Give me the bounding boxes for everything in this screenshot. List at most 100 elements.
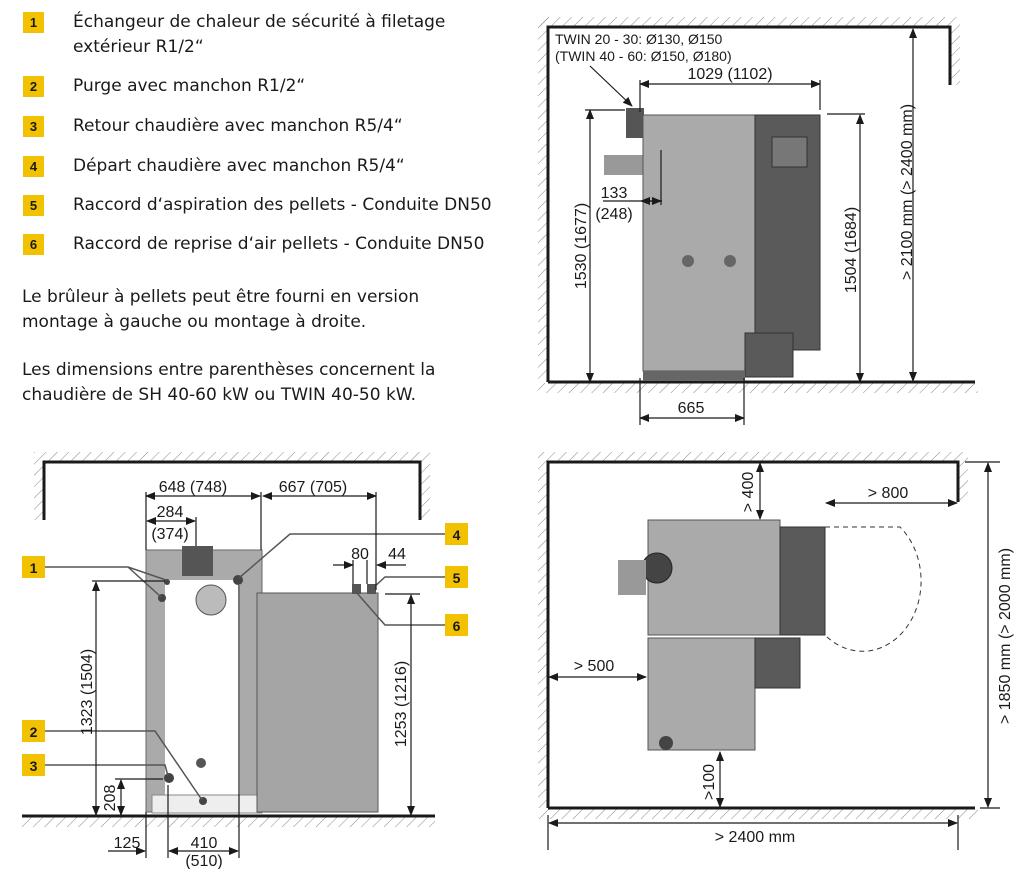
note-burner: Le brûleur à pellets peut être fourni en… bbox=[22, 285, 419, 335]
badge-label: 2 bbox=[30, 724, 38, 740]
legend-item-6: 6 Raccord de reprise d‘air pellets - Con… bbox=[23, 232, 484, 255]
connection-3 bbox=[164, 773, 174, 783]
connection bbox=[682, 255, 694, 267]
badge-1: 1 bbox=[23, 12, 44, 33]
leader-line bbox=[45, 566, 167, 598]
ceiling-hatch bbox=[538, 17, 960, 27]
wall-hatch bbox=[420, 462, 430, 520]
dim-clear-left: > 500 bbox=[574, 658, 615, 675]
dim-width-hopper: 667 (705) bbox=[279, 479, 348, 496]
floor-hatch bbox=[538, 383, 978, 393]
legend-text: Raccord d‘aspiration des pellets - Condu… bbox=[73, 195, 492, 215]
dim-height-left: 1530 (1677) bbox=[573, 203, 590, 289]
dim-44: 44 bbox=[388, 546, 406, 563]
dim-height-hopper: 1253 (1216) bbox=[393, 661, 410, 747]
wall-hatch bbox=[950, 27, 960, 85]
note-dimensions: Les dimensions entre parenthèses concern… bbox=[22, 358, 435, 408]
badge-4: 4 bbox=[23, 156, 44, 177]
dim-room-height: > 2100 mm (> 2400 mm) bbox=[899, 104, 916, 280]
badge-4 bbox=[445, 523, 468, 545]
pellet-hopper bbox=[256, 592, 379, 813]
burner-flange bbox=[195, 584, 227, 616]
dim-depth: 1029 (1102) bbox=[687, 66, 772, 83]
top-view: > 400 > 800 > 500 >100 > 2400 mm > 1850 … bbox=[538, 452, 1014, 850]
leader-line bbox=[355, 591, 445, 626]
wall-hatch bbox=[538, 17, 548, 382]
dim-height-flow: 1323 (1504) bbox=[79, 649, 96, 735]
display bbox=[771, 136, 808, 168]
dim-span-alt: (510) bbox=[185, 853, 222, 869]
badge-3: 3 bbox=[23, 116, 44, 137]
ceiling-hatch bbox=[34, 452, 430, 462]
control-panel-top bbox=[779, 526, 826, 636]
dim-offset-alt: (248) bbox=[595, 206, 632, 223]
dim-clear-back: > 400 bbox=[740, 472, 757, 513]
flue-outlet bbox=[641, 552, 673, 584]
note-line: Les dimensions entre parenthèses concern… bbox=[22, 360, 436, 380]
dim-height-right: 1504 (1684) bbox=[843, 207, 860, 293]
dim-room-depth: > 1850 mm (> 2000 mm) bbox=[997, 548, 1014, 724]
dim-offset: 133 bbox=[601, 185, 628, 202]
badge-3 bbox=[22, 754, 45, 776]
connection bbox=[724, 255, 736, 267]
legend-text: Échangeur de chaleur de sécurité à filet… bbox=[73, 12, 446, 32]
dim-room-width: > 2400 mm bbox=[715, 829, 795, 846]
note-line: chaudière de SH 40-60 kW ou TWIN 40-50 k… bbox=[22, 385, 417, 405]
wall-hatch bbox=[538, 462, 548, 808]
ash-box-top bbox=[754, 637, 801, 689]
leader-line bbox=[45, 730, 203, 801]
leader-line bbox=[372, 576, 445, 589]
legend-text: Raccord de reprise d‘air pellets - Condu… bbox=[73, 234, 485, 254]
hopper-top bbox=[647, 637, 756, 751]
port bbox=[659, 736, 673, 750]
legend-item-3: 3 Retour chaudière avec manchon R5/4“ bbox=[23, 114, 403, 137]
dim-base-depth: 665 bbox=[678, 400, 705, 417]
dim-flue-offset-alt: (374) bbox=[151, 526, 188, 543]
badge-2: 2 bbox=[23, 76, 44, 97]
dim-125: 125 bbox=[114, 835, 141, 852]
badge-label: 3 bbox=[30, 758, 38, 774]
ash-box bbox=[744, 332, 794, 378]
dim-height-return: 208 bbox=[102, 785, 119, 812]
floor-hatch bbox=[538, 809, 978, 819]
legend-item-5: 5 Raccord d‘aspiration des pellets - Con… bbox=[23, 193, 492, 216]
air-return-port bbox=[367, 584, 376, 594]
dim-clear-door: > 800 bbox=[868, 485, 909, 502]
boiler-base bbox=[643, 371, 745, 381]
flue-pipe bbox=[182, 546, 213, 576]
connection bbox=[196, 758, 206, 768]
side-view: TWIN 20 - 30: Ø130, Ø150 (TWIN 40 - 60: … bbox=[538, 17, 978, 425]
boiler-body bbox=[642, 114, 756, 372]
dim-80: 80 bbox=[351, 546, 369, 563]
legend-item-2: 2 Purge avec manchon R1/2“ bbox=[23, 74, 305, 97]
door-swing-arc bbox=[824, 526, 922, 652]
badge-5 bbox=[445, 566, 468, 588]
floor-hatch bbox=[22, 817, 435, 827]
flue-label: TWIN 20 - 30: Ø130, Ø150 bbox=[555, 31, 723, 47]
flue-pipe bbox=[626, 108, 644, 138]
badge-5: 5 bbox=[23, 195, 44, 216]
legend-item-4: 4 Départ chaudière avec manchon R5/4“ bbox=[23, 154, 405, 177]
leader-line bbox=[45, 764, 169, 777]
legend-text: extérieur R1/2“ bbox=[73, 37, 204, 57]
room-walls bbox=[546, 460, 960, 808]
burner-top bbox=[618, 560, 646, 595]
badge-label: 1 bbox=[30, 560, 38, 576]
badge-1 bbox=[22, 556, 45, 578]
front-view: 1 2 3 4 5 6 648 (748) 667 (705) 284 (374… bbox=[22, 452, 468, 869]
flue-arrow bbox=[589, 65, 633, 107]
dim-width-boiler: 648 (748) bbox=[159, 479, 228, 496]
burner bbox=[604, 155, 644, 175]
badge-6: 6 bbox=[23, 234, 44, 255]
dim-flue-offset: 284 bbox=[157, 504, 184, 521]
room-walls bbox=[546, 25, 952, 382]
legend-text: Retour chaudière avec manchon R5/4“ bbox=[73, 116, 403, 136]
badge-label: 4 bbox=[453, 527, 461, 543]
legend-item-1: 1 Échangeur de chaleur de sécurité à fil… bbox=[23, 10, 445, 57]
legend-text: Purge avec manchon R1/2“ bbox=[73, 76, 306, 96]
note-line: Le brûleur à pellets peut être fourni en… bbox=[22, 287, 420, 307]
dim-span: 410 bbox=[191, 835, 218, 852]
badge-2 bbox=[22, 720, 45, 742]
pellet-suction-port bbox=[352, 584, 361, 594]
